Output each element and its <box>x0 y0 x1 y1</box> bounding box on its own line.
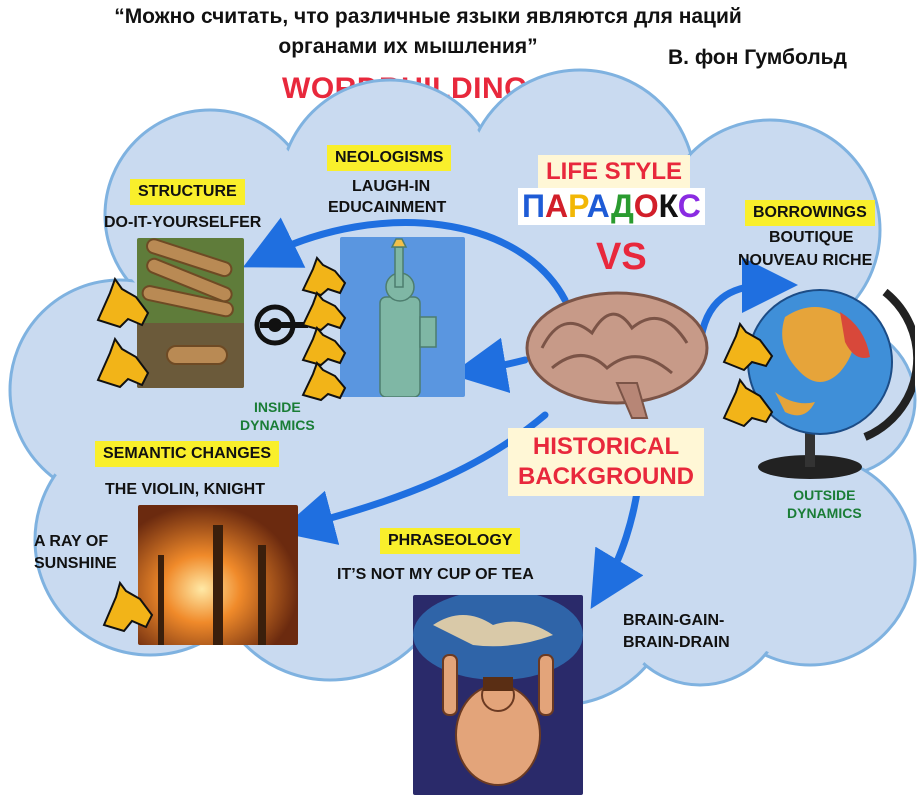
borrowings-example-2: NOUVEAU RICHE <box>738 252 873 269</box>
life-style-label: LIFE STYLE <box>538 155 691 189</box>
quote-line-2: органами их мышления” <box>278 35 538 58</box>
inside-dynamics-line-1: INSIDE <box>253 399 301 415</box>
paradox-word: ПАРАДОКС <box>518 188 705 225</box>
paradox-letter: А <box>545 188 569 224</box>
brain-gain-line-1: BRAIN-GAIN- <box>623 612 725 629</box>
logs-image <box>137 238 244 388</box>
arrow-to-structure <box>242 217 569 304</box>
horse-icons-structure <box>96 276 150 389</box>
semantic-heading: SEMANTIC CHANGES <box>95 441 280 467</box>
semantic-example-1: THE VIOLIN, KNIGHT <box>105 481 265 498</box>
structure-heading: STRUCTURE <box>130 179 245 205</box>
historical-background-label: HISTORICAL BACKGROUND <box>508 428 704 496</box>
inside-dynamics-line-2: DYNAMICS <box>240 417 315 433</box>
horse-icon-semantic <box>102 580 154 633</box>
inside-dynamics-label: INSIDE DYNAMICS <box>240 398 315 434</box>
ear-icon <box>254 304 308 346</box>
semantic-example-2-line-2: SUNSHINE <box>34 555 117 572</box>
borrowings-example-1: BOUTIQUE <box>769 229 854 246</box>
paradox-letter: Р <box>568 188 587 224</box>
phraseology-heading: PHRASEOLOGY <box>380 528 521 554</box>
outside-dynamics-line-1: OUTSIDE <box>793 487 856 503</box>
outside-dynamics-label: OUTSIDE DYNAMICS <box>787 486 862 522</box>
semantic-example-2-line-1: A RAY OF <box>34 533 109 550</box>
quote-author: В. фон Гумбольд <box>668 46 847 69</box>
paradox-letter: П <box>522 188 545 224</box>
outside-dynamics-line-2: DYNAMICS <box>787 505 862 521</box>
borrowings-heading: BORROWINGS <box>745 200 875 226</box>
paradox-letter: А <box>586 188 611 224</box>
semantic-example-2: A RAY OF SUNSHINE <box>34 531 117 575</box>
autumn-forest-image <box>138 505 298 645</box>
historical-line-2: BACKGROUND <box>518 463 694 490</box>
arrow-to-liberty <box>450 337 529 394</box>
neologisms-example-1: LAUGH-IN <box>352 178 431 195</box>
paradox-letter: Д <box>610 188 634 224</box>
brain-gain-line-2: BRAIN-DRAIN <box>623 634 730 651</box>
neologisms-example-2: EDUCAINMENT <box>328 199 447 216</box>
paradox-letter: К <box>658 188 678 224</box>
quote-line-1: “Можно считать, что различные языки явля… <box>114 5 742 28</box>
horse-icons-borrowings <box>722 321 774 428</box>
statue-of-liberty-image <box>340 237 465 397</box>
globe-image <box>747 288 915 479</box>
neologisms-heading: NEOLOGISMS <box>327 145 452 171</box>
brain-gain-label: BRAIN-GAIN- BRAIN-DRAIN <box>623 610 730 654</box>
phraseology-example: IT’S NOT MY CUP OF TEA <box>337 566 534 583</box>
structure-example: DO-IT-YOURSELFER <box>104 214 262 231</box>
atlas-image <box>413 595 583 795</box>
vs-label: VS <box>596 236 647 278</box>
quote: “Можно считать, что различные языки явля… <box>28 2 828 62</box>
paradox-letter: С <box>677 188 701 224</box>
brain-image <box>525 291 709 419</box>
paradox-letter: О <box>633 188 659 224</box>
horse-icons-neologisms <box>301 256 347 402</box>
historical-line-1: HISTORICAL <box>532 433 680 460</box>
